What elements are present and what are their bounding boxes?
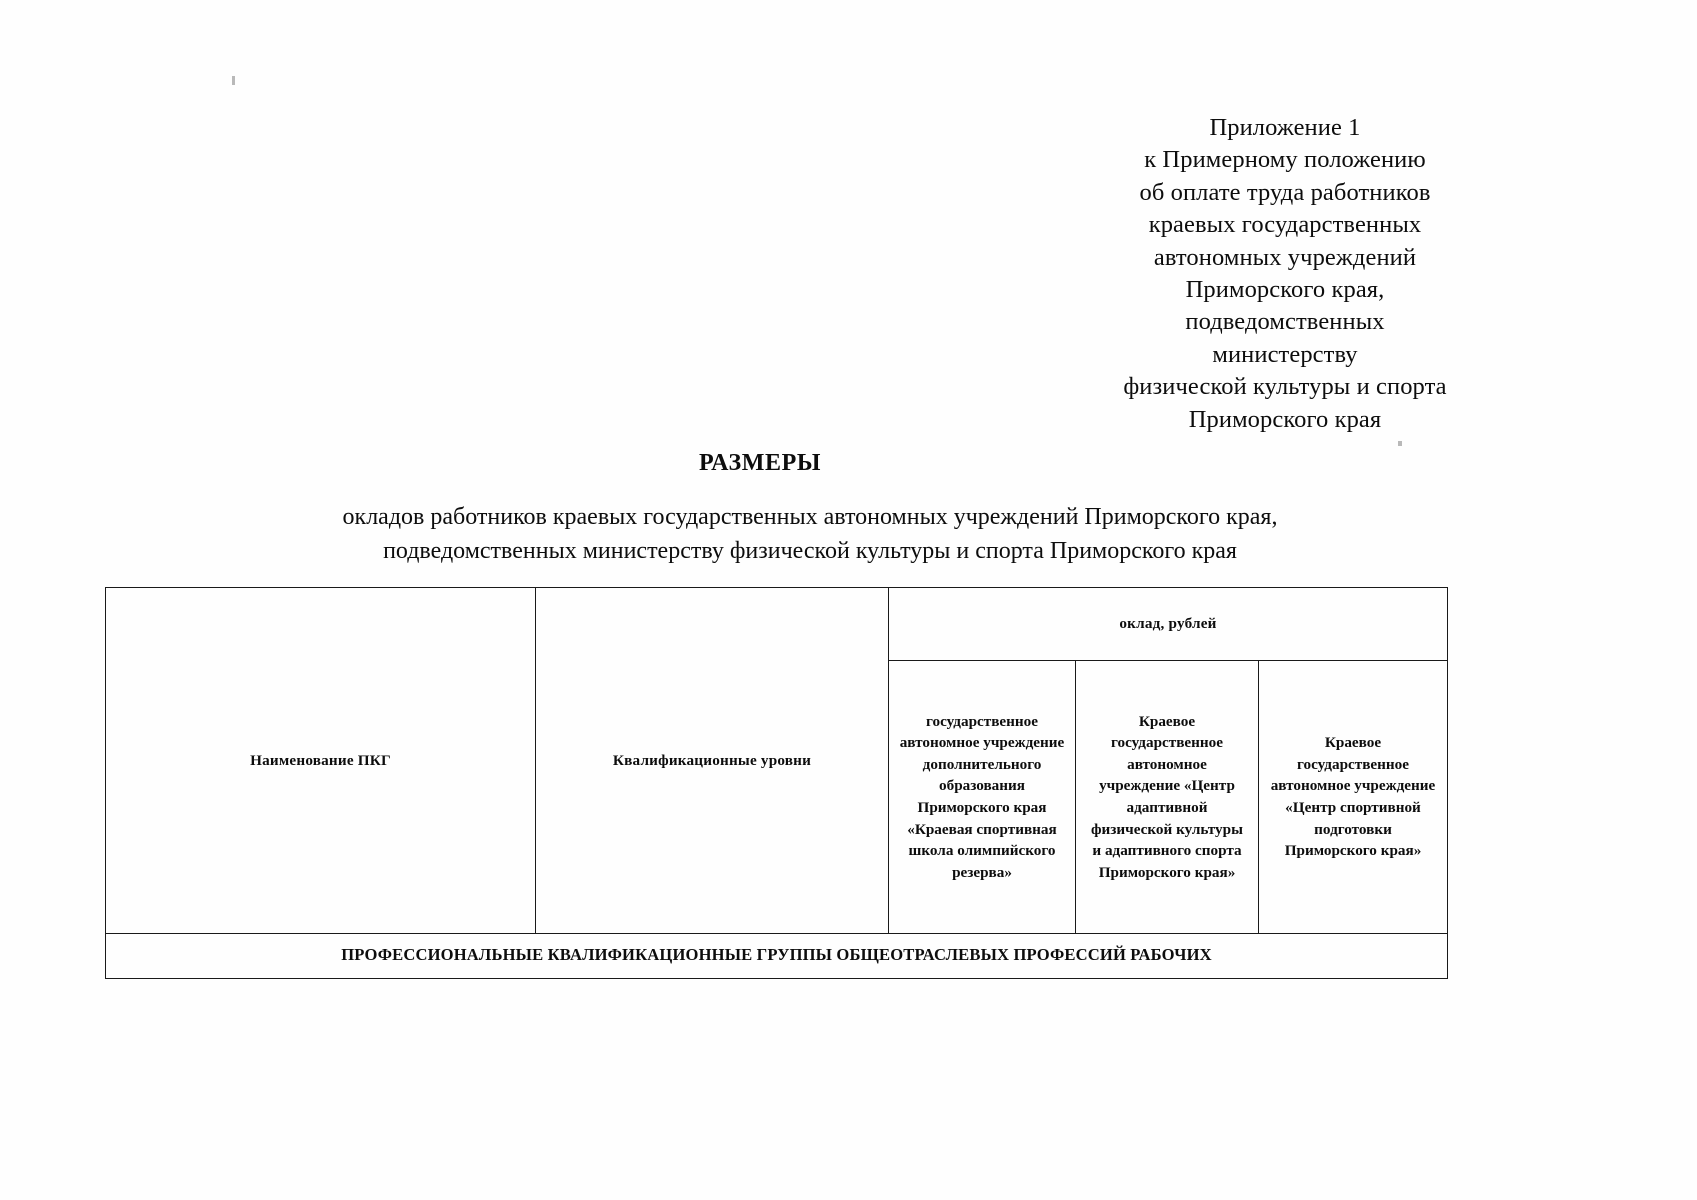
scan-artifact-2 [1398, 441, 1402, 446]
appendix-line-8: министерству [1212, 340, 1358, 368]
header-pkg-name: Наименование ПКГ [105, 587, 536, 934]
appendix-reference-block: Приложение 1 к Примерному положению об о… [1050, 112, 1520, 436]
header-salary-group: оклад, рублей [888, 587, 1448, 661]
appendix-line-7: подведомственных [1185, 308, 1385, 336]
header-institution-1: государственное автономное учреждение до… [888, 660, 1076, 934]
subtitle-line-1: окладов работников краевых государственн… [342, 504, 1278, 530]
document-title: РАЗМЕРЫ [698, 450, 822, 476]
salary-rates-table: Наименование ПКГ Квалификационные уровни… [105, 587, 1448, 979]
appendix-line-5: автономных учреждений [1153, 243, 1417, 271]
table-header-row-top: Наименование ПКГ Квалификационные уровни… [105, 587, 1448, 934]
header-qualification-levels: Квалификационные уровни [535, 587, 889, 934]
subtitle-line-2: подведомственных министерству физической… [383, 538, 1237, 564]
table-header-row-institutions: государственное автономное учреждение до… [106, 660, 1448, 934]
appendix-line-9: физической культуры и спорта [1123, 373, 1447, 401]
header-institution-3: Краевое государственное автономное учреж… [1258, 660, 1448, 934]
scan-artifact-1 [232, 76, 235, 85]
document-subtitle: окладов работников краевых государственн… [0, 500, 1620, 568]
appendix-line-6: Приморского края, [1185, 276, 1385, 304]
section-heading-professional-groups: ПРОФЕССИОНАЛЬНЫЕ КВАЛИФИКАЦИОННЫЕ ГРУППЫ… [105, 933, 1448, 979]
appendix-line-4: краевых государственных [1148, 211, 1422, 239]
appendix-line-2: к Примерному положению [1144, 146, 1426, 174]
header-institution-2: Краевое государственное автономное учреж… [1075, 660, 1259, 934]
appendix-line-1: Приложение 1 [1209, 114, 1361, 141]
appendix-line-10: Приморского края [1188, 405, 1382, 433]
table-section-heading-row: ПРОФЕССИОНАЛЬНЫЕ КВАЛИФИКАЦИОННЫЕ ГРУППЫ… [105, 933, 1448, 979]
appendix-line-3: об оплате труда работников [1139, 178, 1431, 206]
